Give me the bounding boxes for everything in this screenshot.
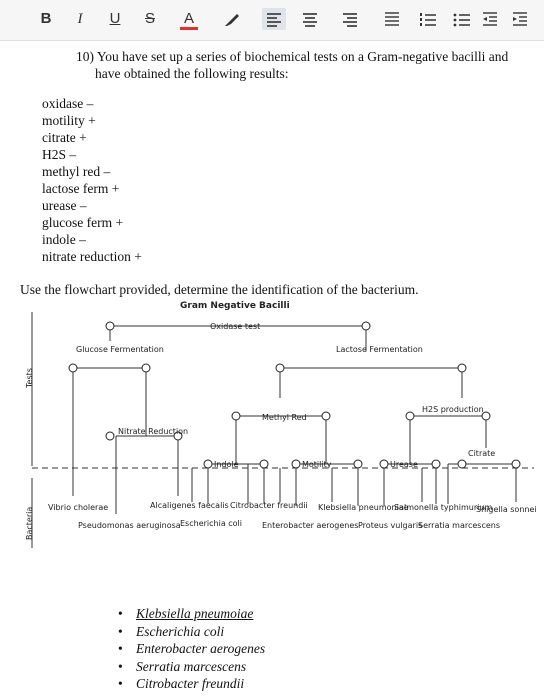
outdent-button[interactable] <box>478 8 502 30</box>
bacterium-shigella: Shigella sonnei <box>476 505 537 514</box>
align-left-icon <box>267 13 281 27</box>
answer-option[interactable]: • Escherichia coli <box>118 623 265 641</box>
node-oxidase: Oxidase test <box>210 322 260 331</box>
answer-label: Klebsiella pneumoiae <box>136 606 254 621</box>
font-color-button[interactable]: A <box>176 8 202 30</box>
answer-option[interactable]: • Serratia marcescens <box>118 658 265 676</box>
answer-label: Serratia marcescens <box>136 658 247 674</box>
node-motility: Motility <box>302 460 332 469</box>
bullet-icon: • <box>118 658 123 674</box>
indent-icon <box>513 12 527 26</box>
bacterium-proteus: Proteus vulgaris <box>358 521 422 530</box>
numbered-list-button[interactable] <box>416 8 440 30</box>
bacterium-enterobacter: Enterobacter aerogenes <box>262 521 358 530</box>
justify-button[interactable] <box>380 8 404 30</box>
highlighter-button[interactable] <box>220 8 244 30</box>
align-left-button[interactable] <box>262 8 286 30</box>
answer-option[interactable]: • Citrobacter freundii <box>118 675 265 693</box>
result-urease: urease – <box>42 198 87 213</box>
result-h2s: H2S – <box>42 147 77 162</box>
strikethrough-button[interactable]: S <box>144 10 155 27</box>
result-nitrate: nitrate reduction + <box>42 249 142 264</box>
bold-button[interactable]: B <box>40 10 52 27</box>
editor-toolbar: B I U S A <box>0 0 544 41</box>
node-citrate: Citrate <box>468 449 495 458</box>
indent-button[interactable] <box>508 8 532 30</box>
underline-button[interactable]: U <box>109 10 121 27</box>
align-right-button[interactable] <box>338 8 362 30</box>
result-motility: motility + <box>42 113 96 128</box>
test-results-list: oxidase – motility + citrate + H2S – met… <box>42 95 142 265</box>
bullet-list-button[interactable] <box>450 8 474 30</box>
node-nitrate: Nitrate Reduction <box>118 427 188 436</box>
answer-option[interactable]: • Klebsiella pneumoiae <box>118 605 265 623</box>
bullet-icon: • <box>118 641 123 656</box>
highlighter-icon <box>225 14 239 26</box>
bacterium-klebsiella: Klebsiella pneumoniae <box>318 503 409 512</box>
question-text: 10) You have set up a series of biochemi… <box>76 49 509 81</box>
result-methyl-red: methyl red – <box>42 164 111 179</box>
bacterium-escherichia: Escherichia coli <box>180 519 242 528</box>
bacteria-axis-label: Bacteria <box>25 507 34 540</box>
answer-label: Escherichia coli <box>136 623 225 639</box>
node-urease: Urease <box>390 460 418 469</box>
result-citrate: citrate + <box>42 130 87 145</box>
align-right-icon <box>343 13 357 27</box>
flowchart-diagram: Gram Negative Bacilli Tests Bacteria Oxi… <box>25 301 537 548</box>
answer-options: •Klebsiella pneumoiae •Escherichia coli … <box>118 605 265 693</box>
result-glucose: glucose ferm + <box>42 215 124 230</box>
italic-button[interactable]: I <box>77 11 83 27</box>
answer-label: Citrobacter freundii <box>136 676 245 691</box>
result-indole: indole – <box>42 232 86 247</box>
bacterium-salmonella: Salmonella typhimurium <box>394 503 492 512</box>
justify-icon <box>385 12 399 26</box>
bacterium-citrobacter: Citrobacter freundii <box>230 501 308 510</box>
node-methyl-red: Methyl Red <box>262 413 307 422</box>
question-block: 10) You have set up a series of biochemi… <box>76 48 536 82</box>
flowchart-title: Gram Negative Bacilli <box>180 301 290 311</box>
align-center-icon <box>303 13 317 27</box>
answer-label: Enterobacter aerogenes <box>136 641 266 656</box>
font-color-label: A <box>183 10 194 27</box>
node-lactose: Lactose Fermentation <box>336 345 423 354</box>
node-h2s: H2S production <box>422 405 484 414</box>
node-glucose: Glucose Fermentation <box>76 345 164 354</box>
bacterium-serratia: Serratia marcescens <box>418 521 500 530</box>
tests-axis-label: Tests <box>25 368 34 389</box>
outdent-icon <box>483 12 497 26</box>
numbered-list-icon <box>420 13 436 26</box>
font-color-swatch <box>180 27 198 30</box>
bacterium-pseudomonas: Pseudomonas aeruginosa <box>78 521 181 530</box>
result-oxidase: oxidase – <box>42 96 94 111</box>
result-lactose: lactose ferm + <box>42 181 120 196</box>
bullet-icon: • <box>118 676 123 691</box>
node-indole: Indole <box>214 460 239 469</box>
instruction-text: Use the flowchart provided, determine th… <box>20 282 419 297</box>
bullet-icon: • <box>118 606 123 621</box>
bacterium-alcaligenes: Alcaligenes faecalis <box>150 501 229 510</box>
bullet-list-icon <box>453 13 470 27</box>
bacterium-vibrio: Vibrio cholerae <box>48 503 108 512</box>
answer-option[interactable]: • Enterobacter aerogenes <box>118 640 265 658</box>
bullet-icon: • <box>118 623 123 639</box>
align-center-button[interactable] <box>298 8 322 30</box>
